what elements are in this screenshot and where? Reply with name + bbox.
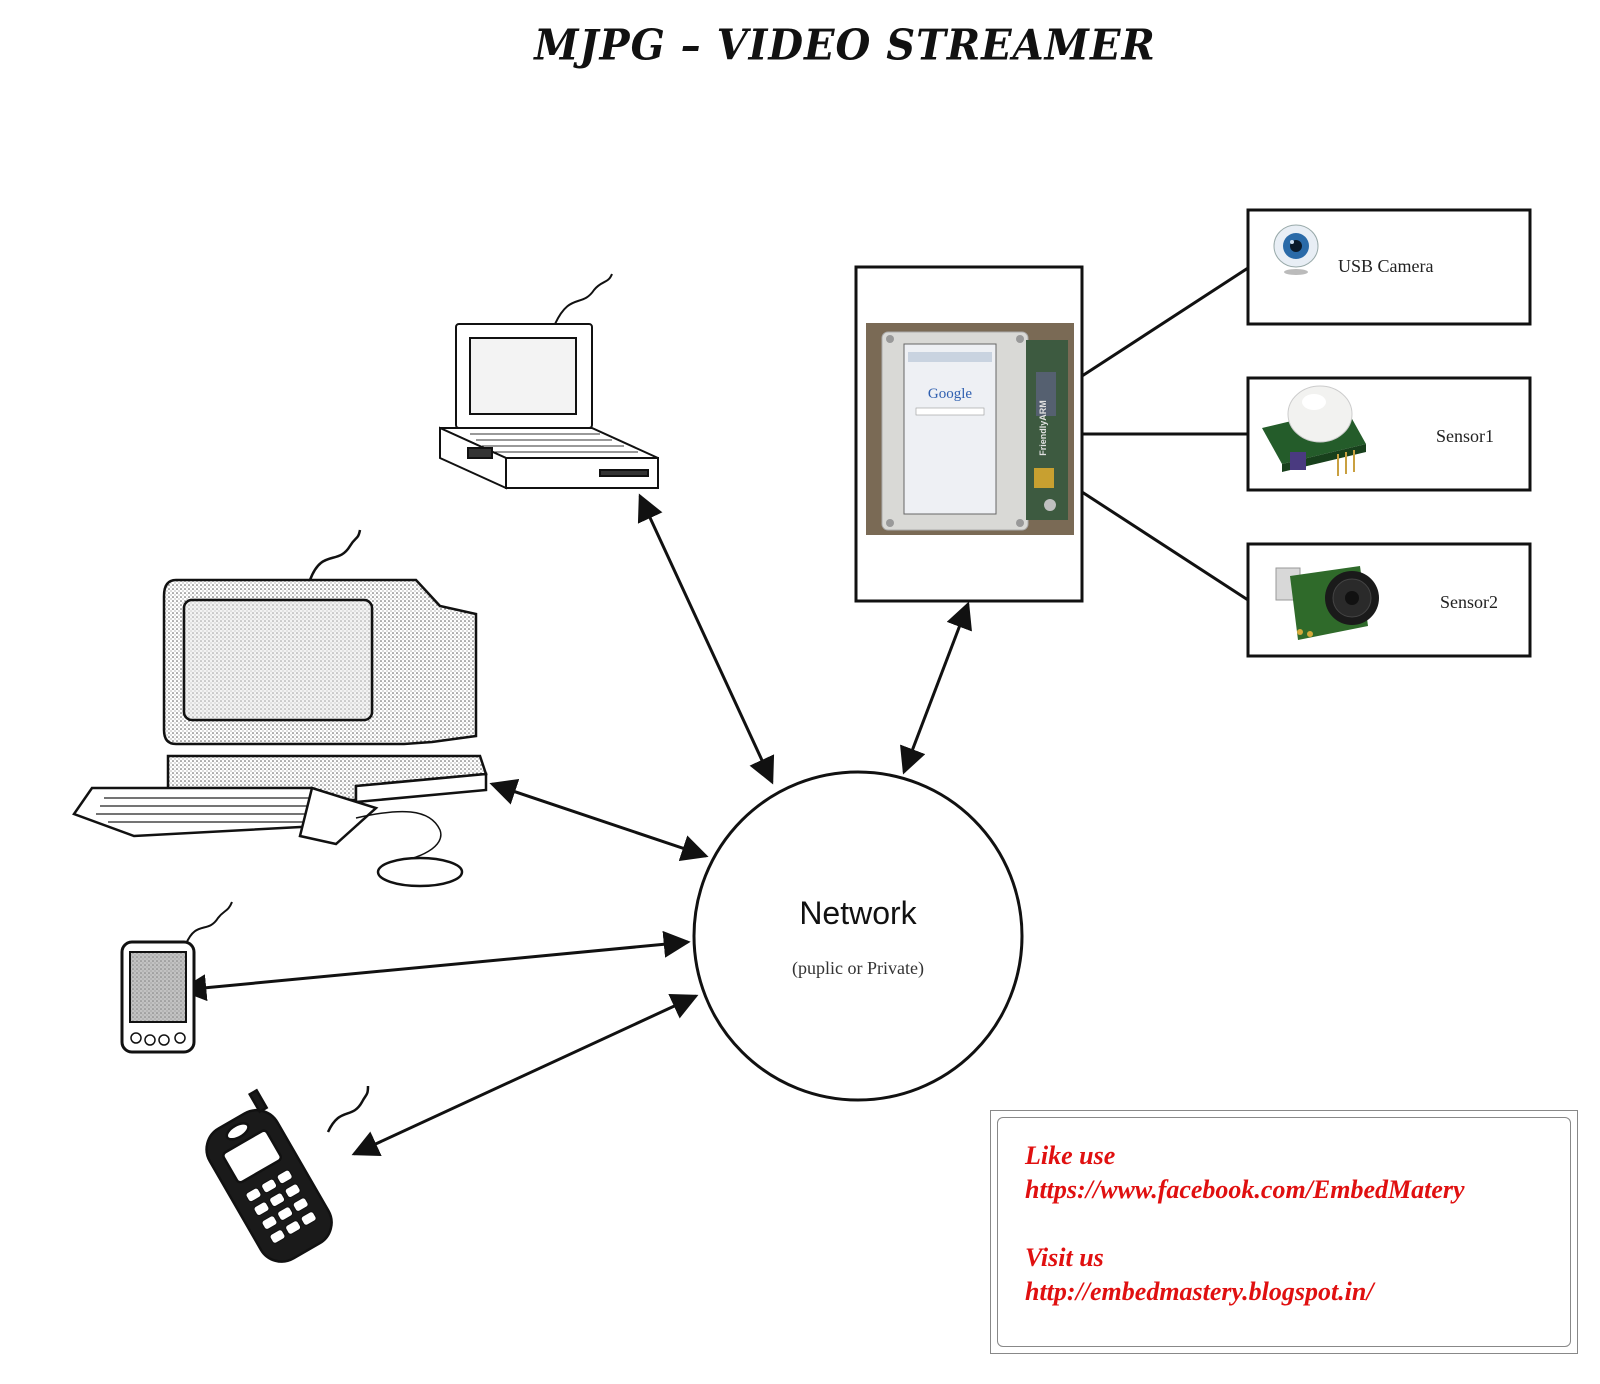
network-sublabel: (puplic or Private): [792, 958, 924, 979]
network-node: Network (puplic or Private): [692, 770, 1024, 1102]
link-board-camera: [1081, 266, 1249, 378]
arrow-board-network: [900, 601, 972, 775]
arrow-laptop-network: [637, 493, 775, 785]
sensor1-label: Sensor1: [1436, 426, 1494, 446]
webcam-icon: [1273, 224, 1319, 275]
blog-link[interactable]: http://embedmastery.blogspot.in/: [1025, 1277, 1374, 1306]
visit-us-text: Visit us: [1025, 1243, 1104, 1272]
ultrasonic-sensor-icon: [1275, 566, 1379, 640]
arrow-desktop-network: [489, 778, 709, 862]
laptop-icon: [439, 273, 659, 490]
sensor2-label: Sensor2: [1440, 592, 1498, 612]
arrow-phone-network: [351, 993, 699, 1157]
usb-camera-label: USB Camera: [1338, 256, 1433, 276]
usb-camera-box: USB Camera: [1246, 208, 1532, 326]
sensor1-box: Sensor1: [1246, 376, 1532, 492]
desktop-computer-icon: [72, 529, 488, 888]
link-board-sensor2: [1081, 490, 1249, 602]
connections: [179, 266, 1249, 1157]
facebook-link[interactable]: https://www.facebook.com/EmbedMatery: [1025, 1175, 1465, 1204]
network-label: Network: [799, 895, 917, 931]
board-brand-label: FriendlyARM: [1038, 400, 1048, 456]
contact-box: Like use https://www.facebook.com/EmbedM…: [990, 1110, 1578, 1354]
contact-box-inner: [997, 1117, 1571, 1347]
mobile-phone-icon: [205, 1085, 370, 1263]
sensor2-box: Sensor2: [1246, 542, 1532, 658]
diagram-title: MJPG – VIDEO STREAMER: [534, 20, 1156, 71]
arrow-pda-network: [179, 930, 691, 1002]
board-screen-text: Google: [928, 386, 973, 402]
embedded-board: Google FriendlyARM: [854, 265, 1084, 603]
pir-sensor-icon: [1262, 385, 1366, 476]
pda-icon: [120, 901, 233, 1054]
like-us-text: Like use: [1025, 1141, 1116, 1170]
